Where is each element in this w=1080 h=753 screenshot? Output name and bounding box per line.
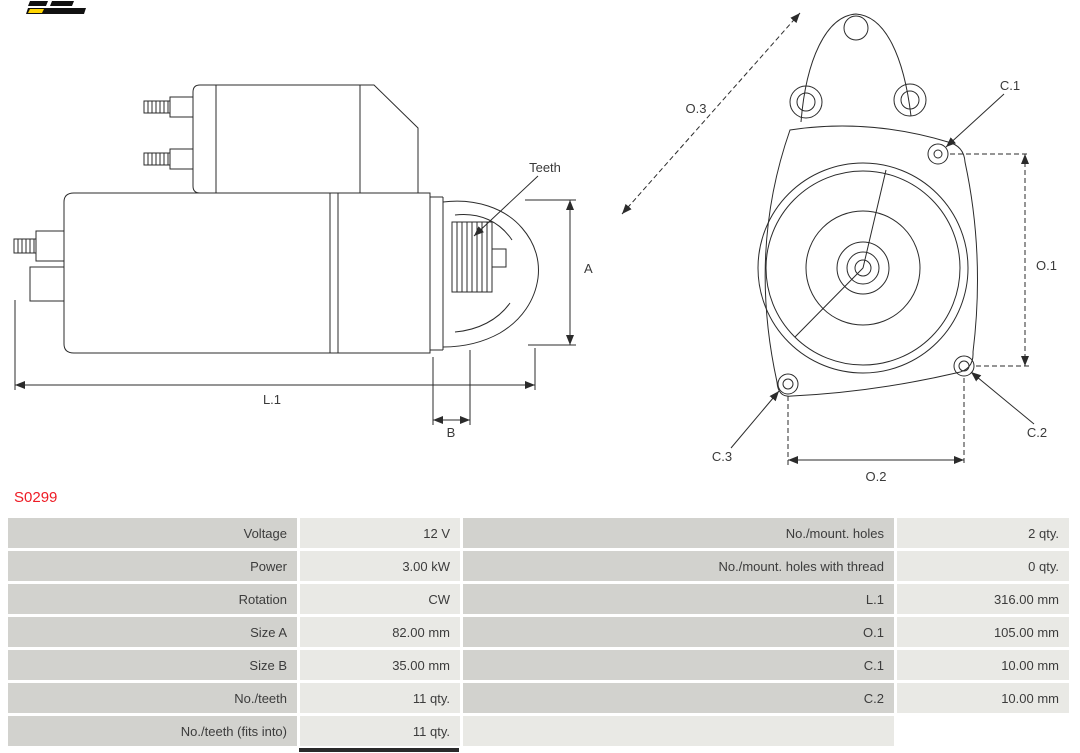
spec-label-cell: C.1	[463, 650, 894, 680]
spec-value-cell: 10.00 mm	[897, 683, 1069, 713]
spec-value-cell: 11 qty.	[300, 683, 460, 713]
spec-value-cell: 3.00 kW	[300, 551, 460, 581]
front-view-drawing	[757, 13, 978, 397]
technical-drawing: Teeth A L.1 B	[13, 1, 1057, 484]
spec-value-cell: 35.00 mm	[300, 650, 460, 680]
side-view-drawing	[13, 84, 539, 354]
spec-table: Voltage 12 V No./mount. holes 2 qty. Pow…	[8, 518, 1069, 746]
dim-label-c3: C.3	[712, 449, 732, 464]
dim-label-o3: O.3	[686, 101, 707, 116]
dim-label-c2: C.2	[1027, 425, 1047, 440]
spec-label-cell-empty	[463, 716, 894, 746]
spec-label-cell: Size B	[8, 650, 297, 680]
spec-value-cell-empty	[897, 716, 1069, 746]
spec-label-cell: Size A	[8, 617, 297, 647]
spec-label-cell: No./teeth (fits into)	[8, 716, 297, 746]
spec-label-cell: No./mount. holes with thread	[463, 551, 894, 581]
dim-label-a: A	[584, 261, 593, 276]
part-number: S0299	[14, 489, 58, 506]
dim-label-c1: C.1	[1000, 78, 1020, 93]
spec-value-cell: CW	[300, 584, 460, 614]
brand-logo-icon	[26, 1, 86, 14]
dim-label-b: B	[447, 425, 456, 440]
front-view-dimensions: O.1 O.2 O.3 C.1 C.2 C.3	[621, 12, 1057, 484]
spec-value-cell: 105.00 mm	[897, 617, 1069, 647]
spec-value-cell: 0 qty.	[897, 551, 1069, 581]
teeth-label: Teeth	[529, 160, 561, 175]
scrollbar-fragment[interactable]	[299, 748, 459, 752]
dim-label-o2: O.2	[866, 469, 887, 484]
spec-label-cell: L.1	[463, 584, 894, 614]
spec-value-cell: 11 qty.	[300, 716, 460, 746]
spec-label-cell: No./mount. holes	[463, 518, 894, 548]
spec-value-cell: 2 qty.	[897, 518, 1069, 548]
spec-label-cell: C.2	[463, 683, 894, 713]
spec-value-cell: 316.00 mm	[897, 584, 1069, 614]
spec-label-cell: Power	[8, 551, 297, 581]
dim-label-l1: L.1	[263, 392, 281, 407]
spec-label-cell: Voltage	[8, 518, 297, 548]
side-view-dimensions: Teeth A L.1 B	[14, 160, 593, 440]
spec-label-cell: O.1	[463, 617, 894, 647]
spec-label-cell: No./teeth	[8, 683, 297, 713]
spec-value-cell: 12 V	[300, 518, 460, 548]
dim-label-o1: O.1	[1036, 258, 1057, 273]
spec-label-cell: Rotation	[8, 584, 297, 614]
spec-value-cell: 82.00 mm	[300, 617, 460, 647]
spec-value-cell: 10.00 mm	[897, 650, 1069, 680]
